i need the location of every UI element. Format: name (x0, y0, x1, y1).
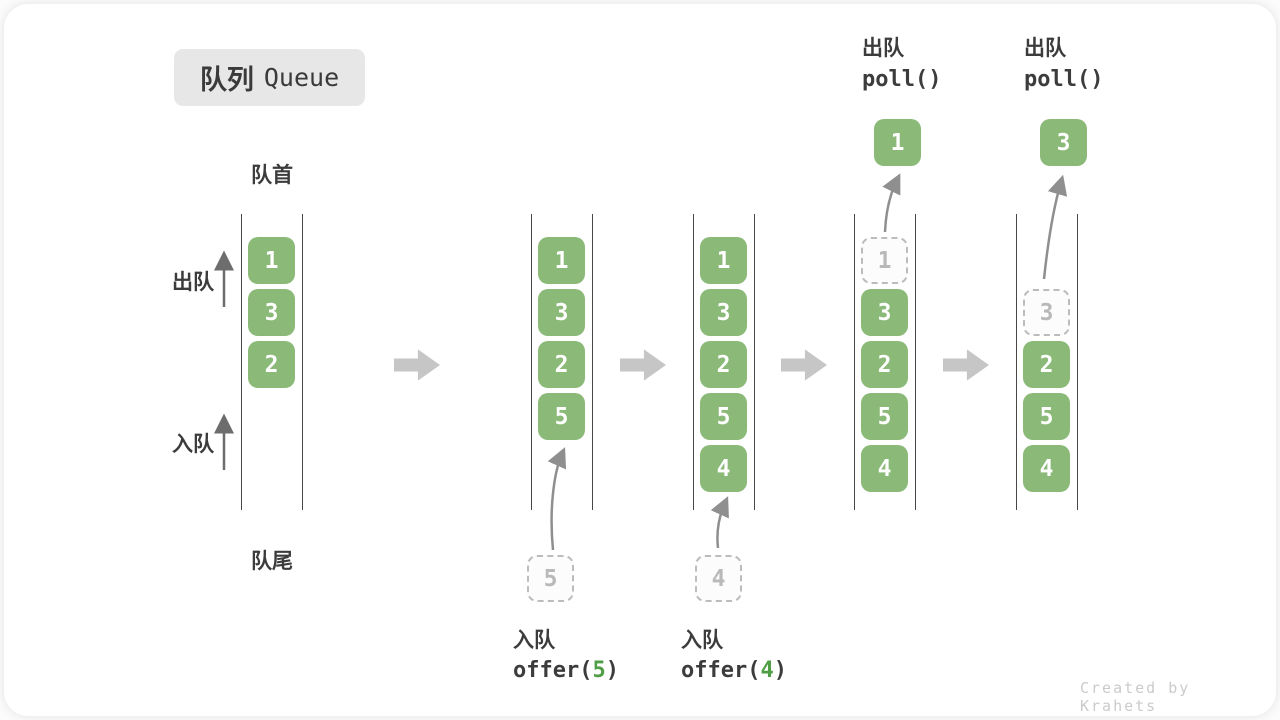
queue-cell: 1 (248, 237, 295, 284)
enqueue-ghost-4: 4 (695, 555, 742, 602)
queue-cell: 2 (861, 341, 908, 388)
queue-cell: 2 (1023, 341, 1070, 388)
queue-cell-removed: 1 (861, 237, 908, 284)
dequeue-out-value: 1 (874, 119, 921, 166)
code-fn: offer( (513, 658, 593, 683)
code-close: ) (605, 658, 619, 683)
queue-cell: 3 (700, 289, 747, 336)
queue-state-3: 1 3 2 5 4 (693, 214, 755, 510)
label-enqueue-side: 入队 (172, 433, 214, 456)
label-queue-rear: 队尾 (251, 550, 293, 573)
dequeue-op-label: 出队 (1024, 37, 1066, 60)
step-arrow-icon (943, 349, 989, 381)
queue-cell: 5 (700, 393, 747, 440)
queue-cell: 1 (700, 237, 747, 284)
queue-cell: 3 (248, 289, 295, 336)
figure-canvas: 队列 Queue 队首 队尾 出队 入队 1 3 2 1 3 2 5 1 3 2… (4, 4, 1276, 716)
title-zh: 队列 (199, 65, 254, 95)
enqueue-op-code: offer(4) (681, 658, 787, 683)
title-badge: 队列 Queue (174, 49, 365, 106)
queue-cell: 5 (861, 393, 908, 440)
code-arg: 4 (760, 658, 774, 683)
code-close: ) (773, 658, 787, 683)
watermark: Created by Krahets (1080, 679, 1191, 715)
enqueue-op-code: offer(5) (513, 658, 619, 683)
queue-cell: 3 (538, 289, 585, 336)
step-arrow-icon (620, 349, 666, 381)
queue-state-5: 3 2 5 4 (1016, 214, 1078, 510)
queue-state-1: 1 3 2 (241, 214, 303, 510)
dequeue-op-label: 出队 (862, 37, 904, 60)
queue-cell: 5 (1023, 393, 1070, 440)
dequeue-op-code: poll() (862, 67, 942, 92)
step-arrow-icon (394, 349, 440, 381)
enqueue-op-label: 入队 (513, 629, 555, 652)
enqueue-ghost-5: 5 (527, 555, 574, 602)
queue-state-4: 1 3 2 5 4 (854, 214, 916, 510)
queue-cell: 4 (1023, 445, 1070, 492)
enqueue-op-label: 入队 (681, 629, 723, 652)
queue-cell: 2 (700, 341, 747, 388)
dequeue-out-value: 3 (1040, 119, 1087, 166)
code-fn: offer( (681, 658, 761, 683)
title-en: Queue (263, 63, 340, 92)
queue-cell: 2 (248, 341, 295, 388)
queue-cell: 3 (861, 289, 908, 336)
queue-cell-removed: 3 (1023, 289, 1070, 336)
code-arg: 5 (592, 658, 606, 683)
queue-cell: 4 (700, 445, 747, 492)
queue-state-2: 1 3 2 5 (531, 214, 593, 510)
label-dequeue-side: 出队 (172, 271, 214, 294)
queue-cell: 5 (538, 393, 585, 440)
label-queue-front: 队首 (251, 164, 293, 187)
queue-cell: 1 (538, 237, 585, 284)
dequeue-op-code: poll() (1024, 67, 1104, 92)
step-arrow-icon (781, 349, 827, 381)
queue-cell: 4 (861, 445, 908, 492)
queue-cell: 2 (538, 341, 585, 388)
